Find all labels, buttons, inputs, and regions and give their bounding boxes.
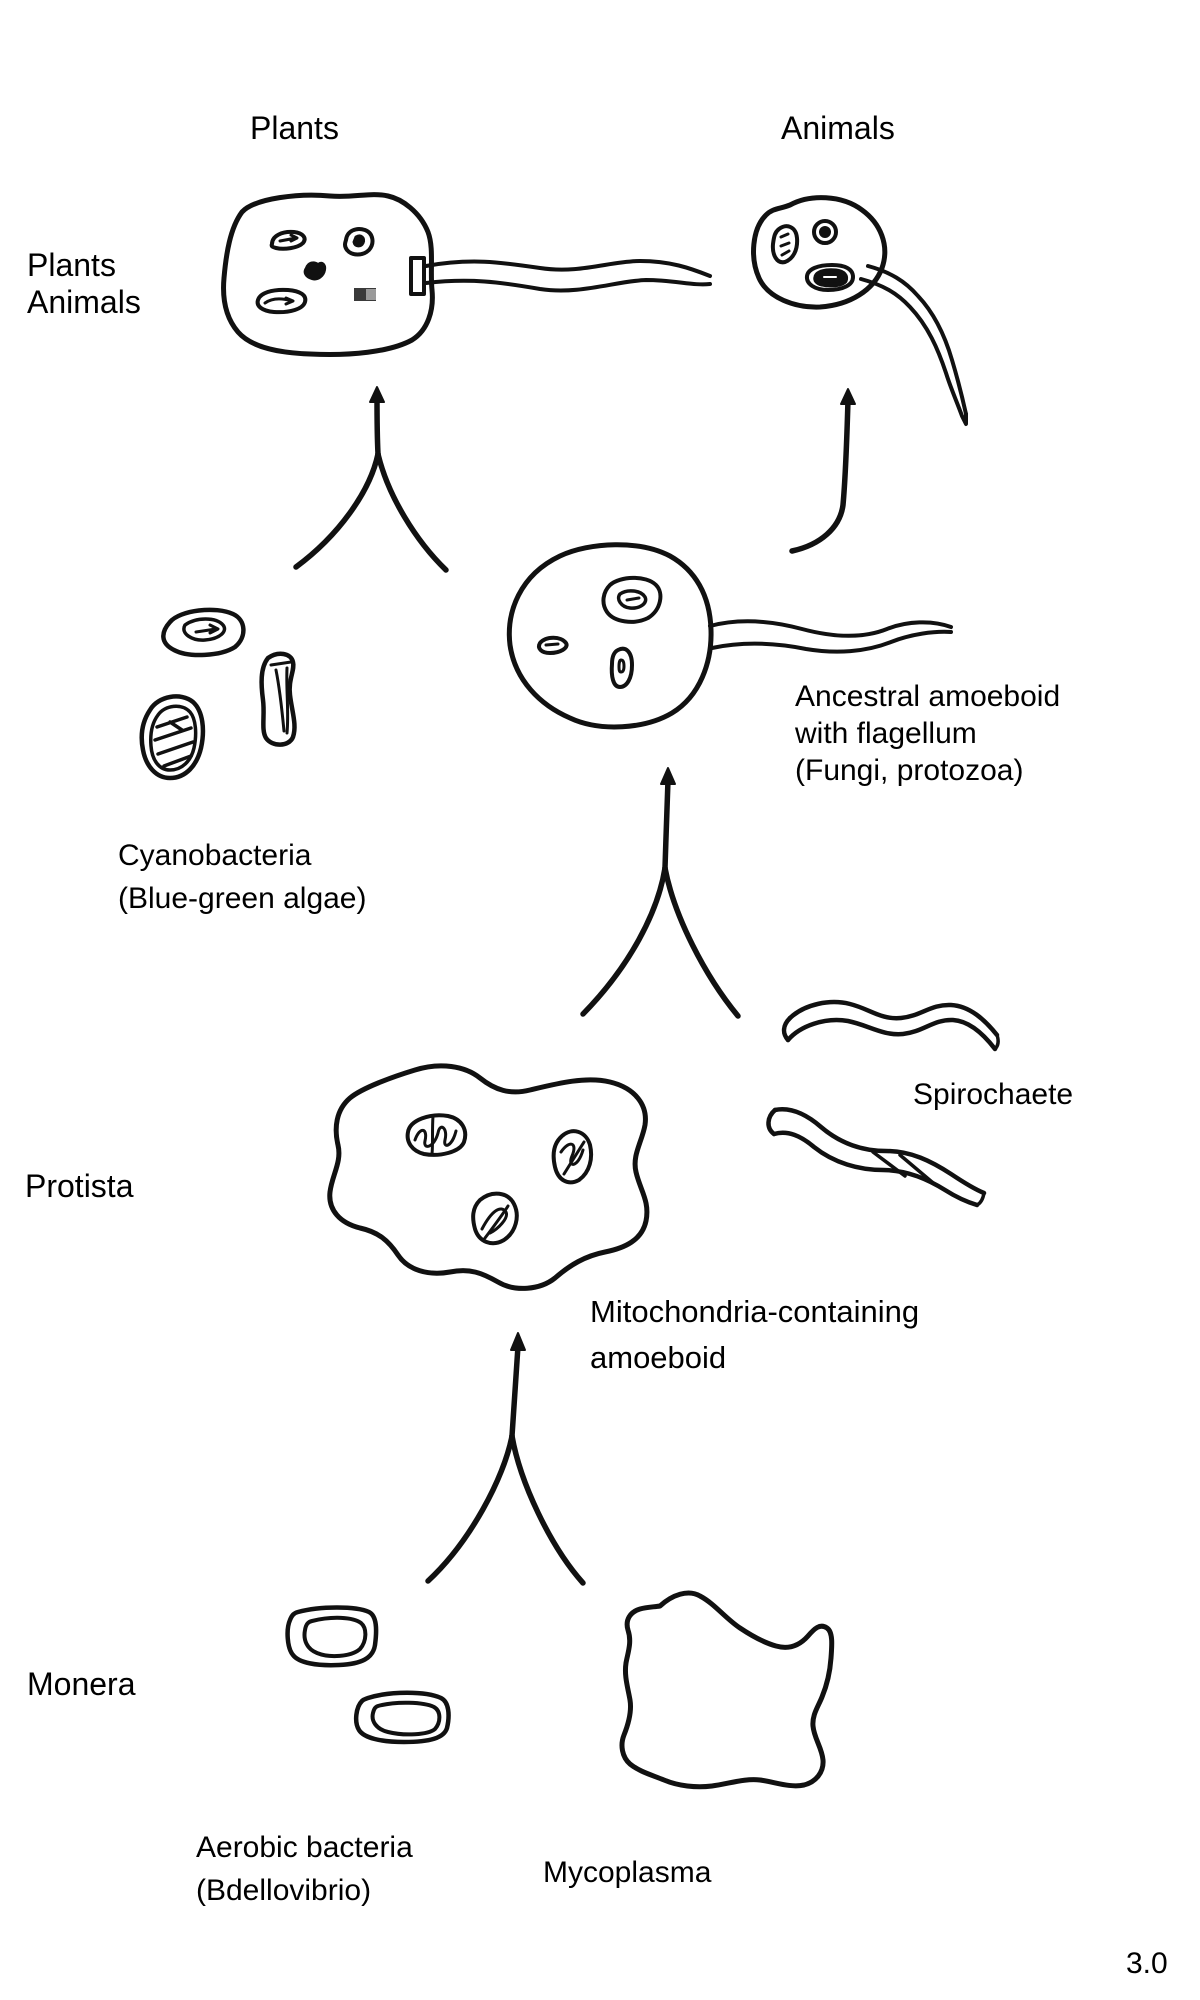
kingdom-label-protista: Protista	[25, 1168, 134, 1204]
animals-title: Animals	[781, 110, 895, 146]
animal-cell-drawing	[754, 198, 966, 424]
ancestral-amoeboid-label: Ancestral amoeboid with flagellum (Fungi…	[795, 680, 1061, 787]
spirochaete-label: Spirochaete	[913, 1078, 1074, 1111]
plants-title: Plants	[250, 110, 339, 146]
branch-arrow-to-plants	[296, 387, 446, 570]
plant-cell-drawing	[224, 195, 710, 355]
aerobic-bacteria-drawing	[288, 1608, 449, 1743]
ancestral-amoeboid-drawing	[509, 545, 951, 727]
branch-arrow-to-mitochondria-amoeboid	[428, 1333, 583, 1583]
mitochondria-amoeboid-drawing	[330, 1066, 647, 1289]
branch-arrow-to-ancestral-amoeboid	[583, 768, 738, 1016]
arrow-to-animals	[792, 389, 855, 551]
cyanobacteria-label: Cyanobacteria (Blue-green algae)	[118, 839, 367, 915]
mycoplasma-drawing	[622, 1593, 832, 1787]
mycoplasma-label: Mycoplasma	[543, 1856, 712, 1889]
kingdom-label-monera: Monera	[27, 1666, 136, 1702]
kingdom-label-plants-animals: Plants Animals	[27, 247, 141, 320]
mitochondria-amoeboid-label: Mitochondria-containing amoeboid	[590, 1294, 920, 1375]
figure-number: 3.0	[1126, 1947, 1168, 1980]
spirochaete-drawing	[768, 1002, 998, 1205]
cyanobacteria-drawing	[142, 610, 295, 778]
aerobic-bacteria-label: Aerobic bacteria (Bdellovibrio)	[196, 1831, 413, 1907]
